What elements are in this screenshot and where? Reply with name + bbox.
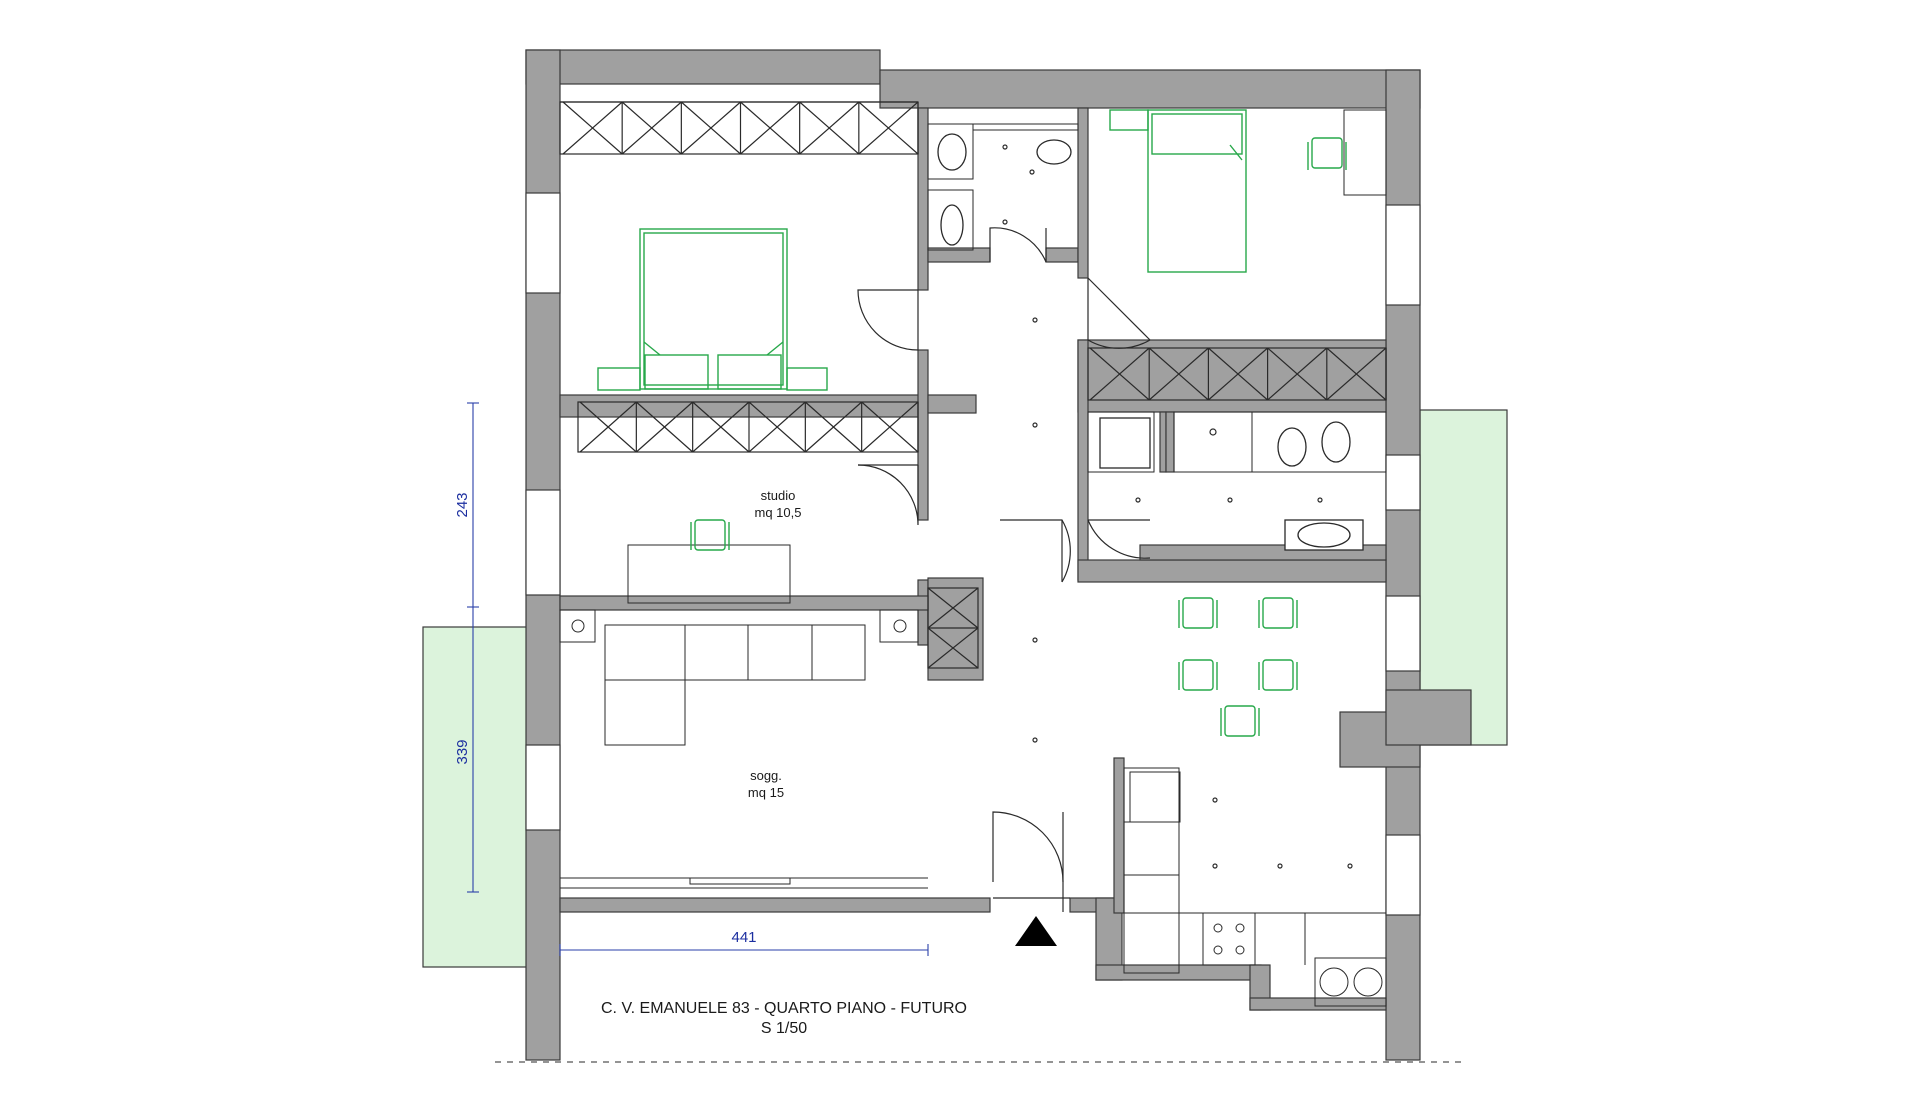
dining-chair (1224, 705, 1256, 737)
room-area-soggiorno: mq 15 (748, 785, 784, 800)
balcony-right (1419, 409, 1508, 746)
wardrobe-module-line (858, 101, 919, 155)
dining-chair (1262, 597, 1294, 629)
room-label-soggiorno: sogg. (750, 768, 782, 783)
double-bed-1 (597, 228, 828, 391)
entry-arrow (1015, 916, 1057, 946)
wardrobe-studio (577, 401, 919, 453)
room-area-studio: mq 10,5 (755, 505, 802, 520)
wardrobe-module-line (748, 401, 806, 453)
wardrobe-bedroom-1 (559, 101, 919, 155)
plan-title: C. V. EMANUELE 83 - QUARTO PIANO - FUTUR… (601, 1000, 967, 1017)
wardrobe-bedroom-2 (1087, 347, 1387, 401)
dimension-vertical (467, 402, 479, 893)
room-label-studio: studio (761, 488, 796, 503)
single-bed-2 (1109, 109, 1247, 273)
wardrobe-module-line (861, 401, 919, 453)
balcony-left (422, 626, 529, 968)
wardrobe-module-line (562, 101, 623, 155)
windows (525, 192, 1421, 916)
dimension-horizontal (559, 944, 929, 956)
wardrobe-module-line (799, 101, 860, 155)
wardrobe-module-line (621, 101, 682, 155)
wardrobe-module-line (1326, 347, 1387, 401)
studio-desk (627, 519, 791, 604)
kitchen (1123, 767, 1387, 1007)
dining-chairs (1178, 597, 1298, 737)
wardrobe-module-line (1208, 347, 1268, 401)
dining-chair (1262, 659, 1294, 691)
wardrobe-module-line (579, 401, 637, 453)
dimension-label-339: 339 (454, 739, 471, 764)
bathroom-2 (1087, 411, 1387, 551)
wardrobe-module-line (1148, 347, 1209, 401)
interior-walls (559, 107, 1387, 914)
doors (857, 227, 1151, 912)
dimension-label-441: 441 (731, 929, 756, 946)
dining-chair (1182, 597, 1214, 629)
sofa (559, 609, 928, 889)
dimension-label-243: 243 (454, 492, 471, 517)
ceiling-lights (1032, 317, 1353, 869)
wardrobe-module-line (1089, 347, 1150, 401)
dining-chair (1182, 659, 1214, 691)
hall-closet (927, 587, 979, 669)
plan-scale: S 1/50 (761, 1020, 807, 1037)
wardrobe-module-line (692, 401, 750, 453)
chair-bedroom-2 (1307, 109, 1387, 196)
bathroom-1 (927, 123, 1079, 251)
wardrobe-module-line (635, 401, 694, 453)
wardrobe-module-line (740, 101, 801, 155)
wardrobe-module-line (680, 101, 741, 155)
wardrobe-module-line (1267, 347, 1328, 401)
wardrobe-module-line (804, 401, 863, 453)
